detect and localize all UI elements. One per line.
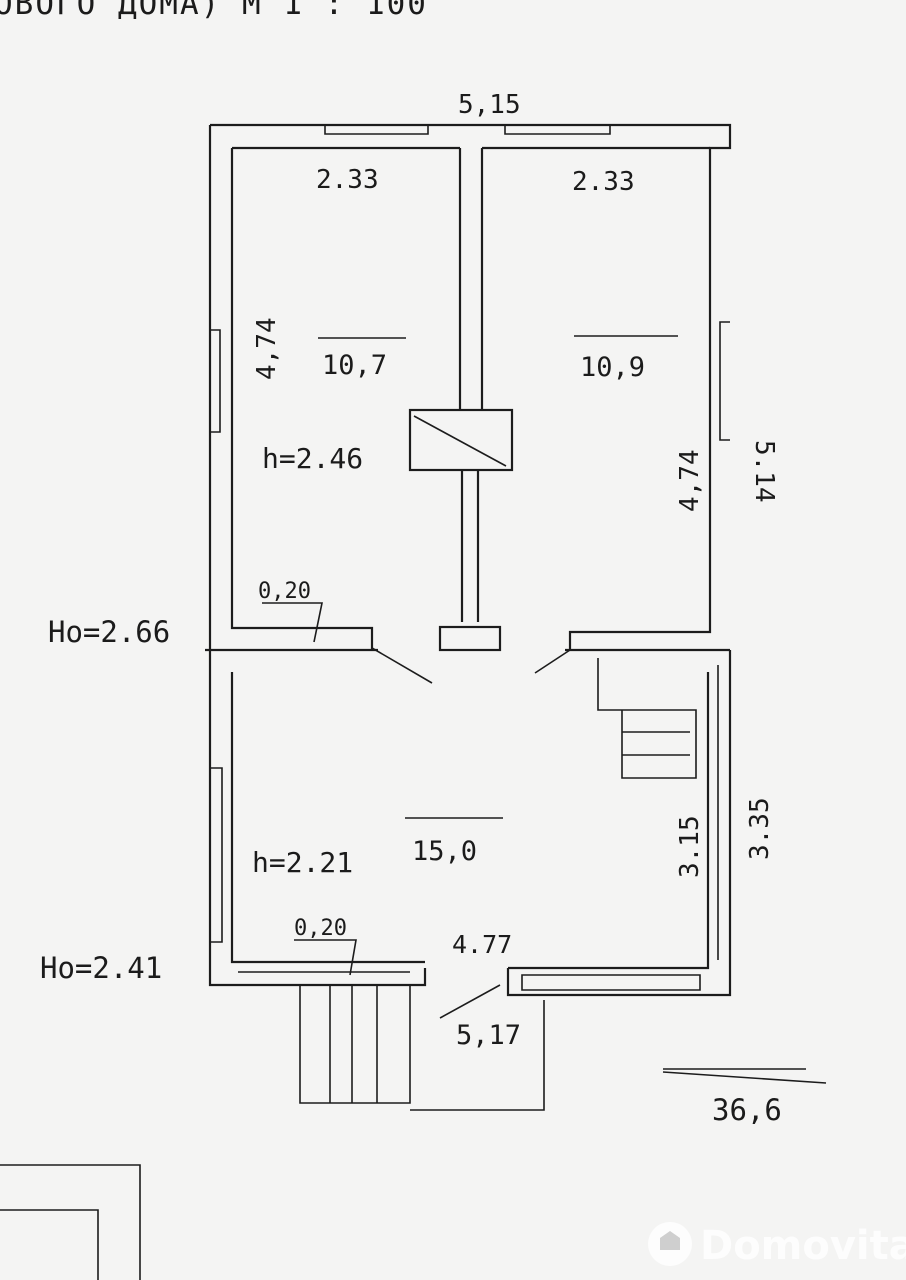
dim-room-right-length: 4,74 xyxy=(675,449,705,512)
watermark: Domovita xyxy=(648,1222,906,1269)
plan-header: ОВОГО ДОМА) М 1 : 100 xyxy=(0,0,428,22)
dim-top-total: 5,15 xyxy=(458,90,521,120)
height-lower-ceiling: h=2.21 xyxy=(252,846,353,879)
dim-room-left-length: 4,74 xyxy=(252,317,282,380)
dim-lower-outer-right: 3.35 xyxy=(745,797,775,860)
dimension-lines xyxy=(262,335,827,1084)
room-upper-left-area: 10,7 xyxy=(322,350,387,381)
room-lower-area: 15,0 xyxy=(412,836,477,867)
dim-room-right-width: 2.33 xyxy=(572,167,635,197)
dim-room-left-width: 2.33 xyxy=(316,165,379,195)
dim-right-upper-total: 5.14 xyxy=(749,440,779,503)
level-lower: Hо=2.41 xyxy=(40,951,162,985)
outer-walls xyxy=(205,123,732,1111)
dim-lower-inner-width: 4.77 xyxy=(452,930,512,959)
dim-partition-lower: 0,20 xyxy=(294,916,347,941)
dim-lower-inner-right: 3.15 xyxy=(675,815,705,878)
height-upper-ceiling: h=2.46 xyxy=(262,442,363,475)
dim-partition-upper: 0,20 xyxy=(258,579,311,604)
adjacent-plan-fragment xyxy=(0,1164,141,1280)
dim-lower-outer-width: 5,17 xyxy=(456,1020,521,1051)
watermark-text: Domovita xyxy=(700,1223,906,1269)
total-area: 36,6 xyxy=(712,1093,782,1127)
room-upper-right-area: 10,9 xyxy=(580,352,645,383)
level-upper: Hо=2.66 xyxy=(48,615,170,649)
